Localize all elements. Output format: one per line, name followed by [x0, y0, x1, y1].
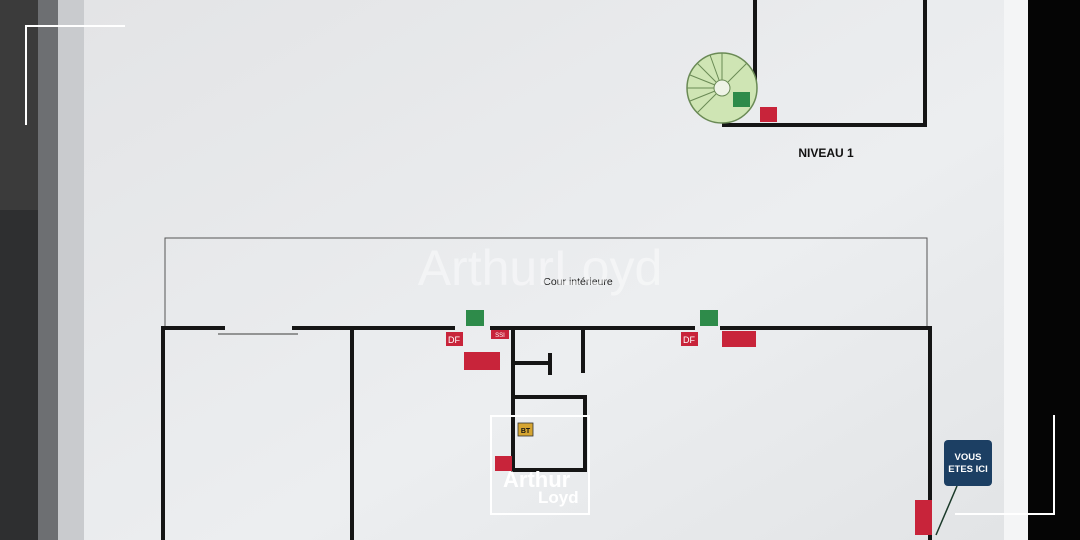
you-are-here-line1: VOUS: [955, 452, 982, 463]
bt-label: BT: [521, 428, 531, 435]
level-label: NIVEAU 1: [798, 146, 854, 160]
df-label: DF: [683, 335, 695, 345]
exit-sign-icon: [700, 310, 718, 326]
logo-box: [490, 415, 590, 515]
spiral-staircase: [686, 52, 758, 124]
exit-sign-icon: [466, 310, 484, 326]
watermark: ArthurLoyd: [418, 240, 663, 296]
fire-equipment-icon: [915, 500, 932, 535]
ssi-sign: [491, 330, 509, 339]
frame-left: [38, 0, 60, 540]
courtyard-label: Cour intérieure: [543, 276, 613, 288]
df-sign: [681, 332, 698, 346]
exit-sign-icon: [733, 92, 750, 107]
courtyard-outline: [164, 237, 928, 328]
ssi-label: SSI: [495, 333, 505, 339]
you-are-here-line2: ETES ICI: [948, 464, 988, 475]
fire-extinguisher-icon: [495, 456, 512, 471]
logo-line1: Arthur: [503, 467, 571, 492]
you-are-here-marker: [944, 440, 992, 486]
fire-equipment-icon: [722, 331, 756, 347]
plan-board: [84, 0, 1006, 540]
logo-line2: Loyd: [538, 488, 579, 507]
frame-right: [1004, 0, 1030, 540]
df-sign: [446, 332, 463, 346]
df-label: DF: [448, 335, 460, 345]
bt-sign: [517, 422, 534, 437]
ground-floor-walls: [161, 326, 932, 540]
frame-corners: [25, 25, 1055, 515]
fire-equipment-icon: [464, 352, 500, 370]
fire-extinguisher-icon: [760, 107, 777, 122]
